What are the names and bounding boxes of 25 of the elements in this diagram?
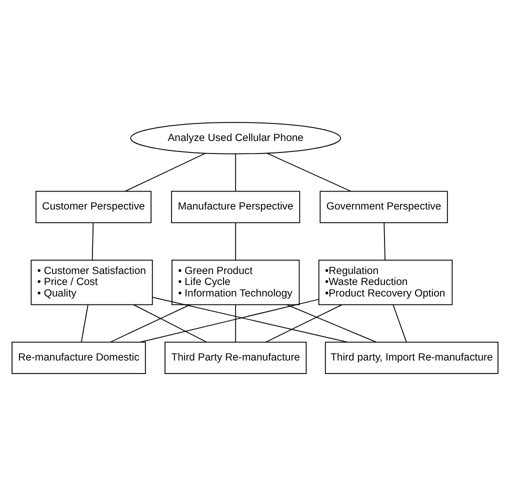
connector (92, 222, 94, 260)
connector (384, 222, 386, 260)
connector (124, 152, 206, 192)
connector (266, 152, 352, 192)
connector (286, 304, 376, 342)
node-box: Customer Perspective (36, 190, 152, 223)
connector (80, 304, 88, 342)
connector (140, 298, 319, 342)
connector (392, 304, 407, 342)
connector (235, 153, 236, 192)
connector (152, 296, 348, 342)
node-box: • Customer Satisfaction • Price / Cost • Quality (30, 259, 153, 305)
node-ellipse: Analyze Used Cellular Phone (130, 122, 341, 154)
connector (110, 304, 190, 342)
connector (265, 304, 342, 342)
node-box: Third Party Re-manufacture (164, 341, 307, 374)
node-box: • Green Product • Life Cycle • Information Technology (172, 259, 300, 305)
node-box: Manufacture Perspective (171, 190, 300, 223)
connector (235, 222, 236, 260)
node-box: Government Perspective (320, 190, 448, 223)
connector (235, 304, 236, 342)
node-box: •Regulation •Waste Reduction •Product Recovery Option (318, 259, 453, 305)
node-box: Re-manufacture Domestic (12, 341, 146, 374)
connector (133, 304, 207, 342)
node-box: Third party, Import Re-manufacture (324, 341, 498, 374)
